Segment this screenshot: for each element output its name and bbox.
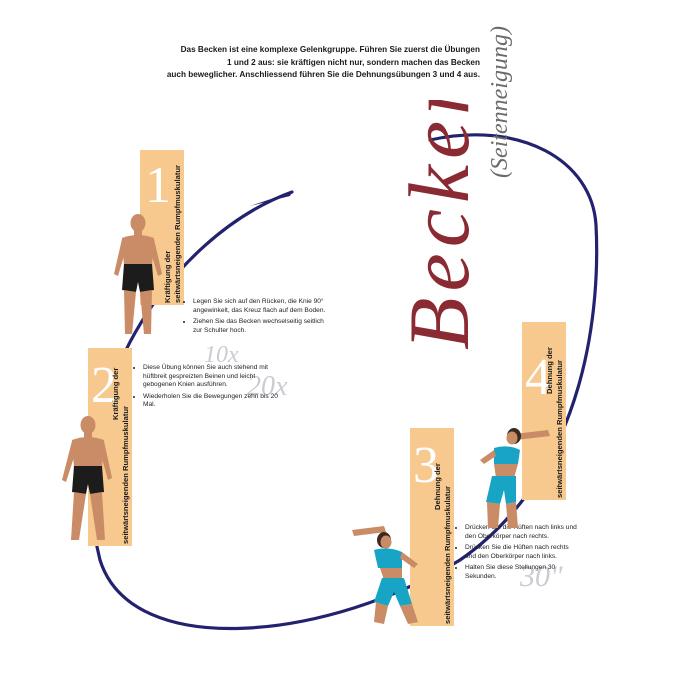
page-title: Becken bbox=[391, 100, 480, 350]
exercise-2-photo bbox=[62, 416, 112, 540]
exercise-4-panel bbox=[522, 322, 566, 500]
exercise-3-photo bbox=[352, 526, 418, 624]
exercise-1-instructions: Legen Sie sich auf den Rücken, die Knie … bbox=[184, 298, 334, 338]
exercise-2-heading-1: Kräftigung der bbox=[111, 368, 120, 420]
exercise-4-heading-1: Dehnung der bbox=[545, 347, 554, 394]
exercise-1-photo bbox=[114, 214, 162, 334]
exercise-3-panel bbox=[410, 428, 454, 626]
exercise-3-bullet-3: Halten Sie diese Stellungen 30 Sekunden. bbox=[465, 564, 580, 581]
subtitle-text: (Seitenneigung) bbox=[487, 26, 513, 178]
exercise-3-bullet-1: Drücken Sie die Hüften nach links und de… bbox=[465, 524, 580, 541]
exercise-2-label: 2 Kräftigung der seitwärtsneigenden Rump… bbox=[91, 357, 130, 544]
title-text: Becken bbox=[391, 100, 480, 350]
exercise-4-heading-2: seitwärtsneigenden Rumpfmuskulatur bbox=[555, 360, 564, 498]
intro-line-2: 1 und 2 aus: sie kräftigen nicht nur, so… bbox=[227, 57, 480, 67]
exercise-3-heading-1: Dehnung der bbox=[433, 463, 442, 510]
exercise-1-label: 1 Kräftigung der seitwärtsneigenden Rump… bbox=[145, 157, 182, 303]
exercise-2-bullet-2: Wiederholen Sie die Bewegungen zehn bis … bbox=[143, 393, 284, 410]
intro-line-1: Das Becken ist eine komplexe Gelenkgrupp… bbox=[180, 45, 480, 54]
exercise-4-photo bbox=[480, 428, 550, 528]
intro-paragraph: Das Becken ist eine komplexe Gelenkgrupp… bbox=[120, 44, 480, 82]
exercise-2-heading-2: seitwärtsneigenden Rumpfmuskulatur bbox=[121, 406, 130, 544]
exercise-1-heading-1: Kräftigung der bbox=[163, 251, 172, 303]
exercise-1-bullet-2: Ziehen Sie das Becken wechselseitig seit… bbox=[193, 318, 334, 335]
exercise-2-number: 2 bbox=[91, 357, 117, 414]
exercise-3-bullet-2: Drücken Sie die Hüften nach rechts und d… bbox=[465, 544, 580, 561]
intro-line-3: auch beweglicher. Anschliessend führen S… bbox=[166, 70, 480, 79]
exercise-3-number: 3 bbox=[413, 437, 439, 494]
exercise-1-number: 1 bbox=[145, 157, 171, 214]
exercise-1-bullet-1: Legen Sie sich auf den Rücken, die Knie … bbox=[193, 298, 334, 315]
exercise-2-bullet-1: Diese Übung können Sie auch stehend mit … bbox=[143, 364, 284, 390]
exercise-4-number: 4 bbox=[525, 349, 551, 406]
exercise-3-instructions: Drücken Sie die Hüften nach links und de… bbox=[456, 524, 580, 585]
exercise-4-label: 4 Dehnung der seitwärtsneigenden Rumpfmu… bbox=[525, 347, 564, 498]
exercise-2-instructions: Diese Übung können Sie auch stehend mit … bbox=[134, 364, 284, 413]
exercise-3-label: 3 Dehnung der seitwärtsneigenden Rumpfmu… bbox=[413, 437, 452, 624]
exercise-1-heading-2: seitwärtsneigenden Rumpfmuskulatur bbox=[173, 165, 182, 303]
subtitle: (Seitenneigung) bbox=[487, 26, 513, 178]
exercise-3-heading-2: seitwärtsneigenden Rumpfmuskulatur bbox=[443, 486, 452, 624]
